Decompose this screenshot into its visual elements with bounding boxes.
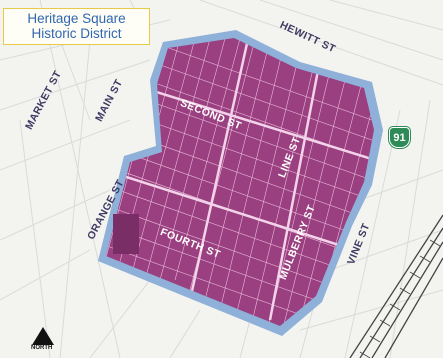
- map-title-line2: Historic District: [31, 26, 122, 41]
- district-area: [106, 38, 374, 326]
- railway-tracks: [349, 214, 443, 358]
- railway-ties: [359, 239, 441, 358]
- north-label: NORTH: [31, 345, 53, 351]
- map-title-line1: Heritage Square: [27, 11, 126, 26]
- route-91-shield-icon: 91: [389, 127, 410, 148]
- large-building: [113, 214, 139, 254]
- map-title-box: Heritage Square Historic District: [3, 8, 150, 45]
- north-arrow-icon: [32, 327, 54, 345]
